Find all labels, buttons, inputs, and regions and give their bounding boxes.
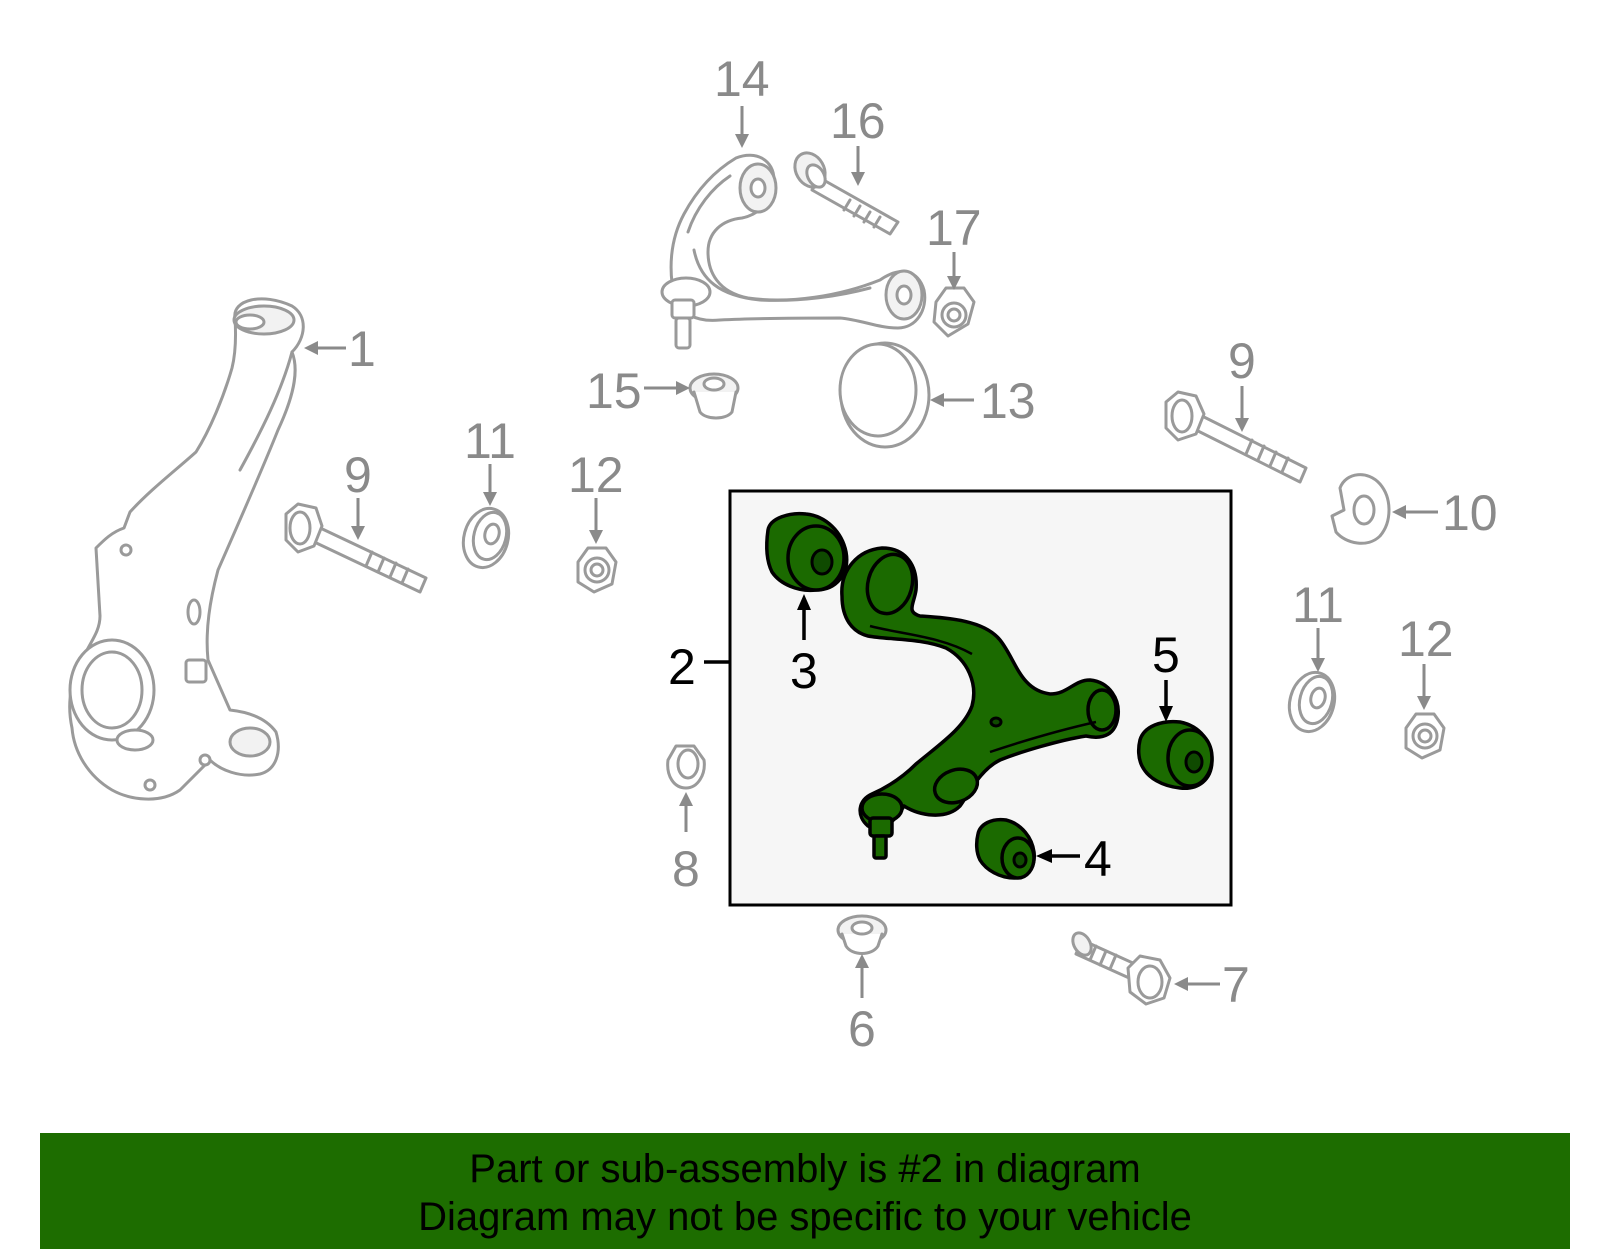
callout-7: 7	[1222, 957, 1250, 1013]
callout-13: 13	[980, 373, 1036, 429]
callout-11-right: 11	[1292, 577, 1344, 633]
bushing-part-4[interactable]	[974, 817, 1036, 880]
bushing-part-15[interactable]	[688, 372, 740, 420]
callout-6: 6	[848, 1001, 876, 1057]
callout-12-right: 12	[1398, 611, 1454, 667]
callout-14: 14	[714, 51, 770, 107]
callout-12-left: 12	[568, 447, 624, 503]
upper-control-arm-part-14[interactable]	[660, 153, 927, 350]
callout-3: 3	[790, 643, 818, 699]
callout-17: 17	[926, 200, 982, 256]
callout-5: 5	[1152, 627, 1180, 683]
bushing-part-3[interactable]	[765, 511, 849, 593]
bolt-part-9-right[interactable]	[1164, 390, 1308, 484]
ring-part-13[interactable]	[838, 341, 931, 449]
bushing-part-8[interactable]	[666, 744, 706, 790]
callout-4: 4	[1084, 831, 1112, 887]
callout-16: 16	[830, 93, 886, 149]
banner-line-2: Diagram may not be specific to your vehi…	[418, 1195, 1192, 1239]
bolt-part-9-left[interactable]	[284, 502, 428, 594]
washer-part-11-left[interactable]	[457, 503, 515, 572]
callout-10: 10	[1442, 485, 1498, 541]
callout-11-left: 11	[464, 413, 516, 469]
nut-part-12-left[interactable]	[576, 546, 618, 594]
parts-diagram: 1 14 16 17 15 13 9 11 12 8 6 7 9 10 11 1…	[68, 51, 1498, 1057]
bolt-part-16[interactable]	[789, 147, 900, 236]
eccentric-washer-part-10[interactable]	[1330, 473, 1391, 545]
callout-9-right: 9	[1228, 333, 1256, 389]
banner-line-1: Part or sub-assembly is #2 in diagram	[469, 1147, 1141, 1191]
callout-9-left: 9	[344, 447, 372, 503]
info-banner: Part or sub-assembly is #2 in diagram Di…	[40, 1133, 1570, 1249]
callout-1: 1	[348, 321, 376, 377]
bushing-part-5[interactable]	[1136, 719, 1214, 790]
bushing-part-6[interactable]	[836, 914, 888, 955]
bolt-part-7[interactable]	[1069, 930, 1172, 1006]
callout-8: 8	[672, 841, 700, 897]
washer-part-11-right[interactable]	[1283, 667, 1341, 736]
callout-15: 15	[586, 363, 642, 419]
nut-part-17[interactable]	[932, 286, 976, 338]
steering-knuckle-part-1[interactable]	[68, 297, 305, 801]
callout-arrows	[304, 106, 1438, 998]
nut-part-12-right[interactable]	[1404, 712, 1446, 760]
callout-2: 2	[668, 639, 696, 695]
lower-control-arm-part-2[interactable]	[840, 546, 1120, 860]
